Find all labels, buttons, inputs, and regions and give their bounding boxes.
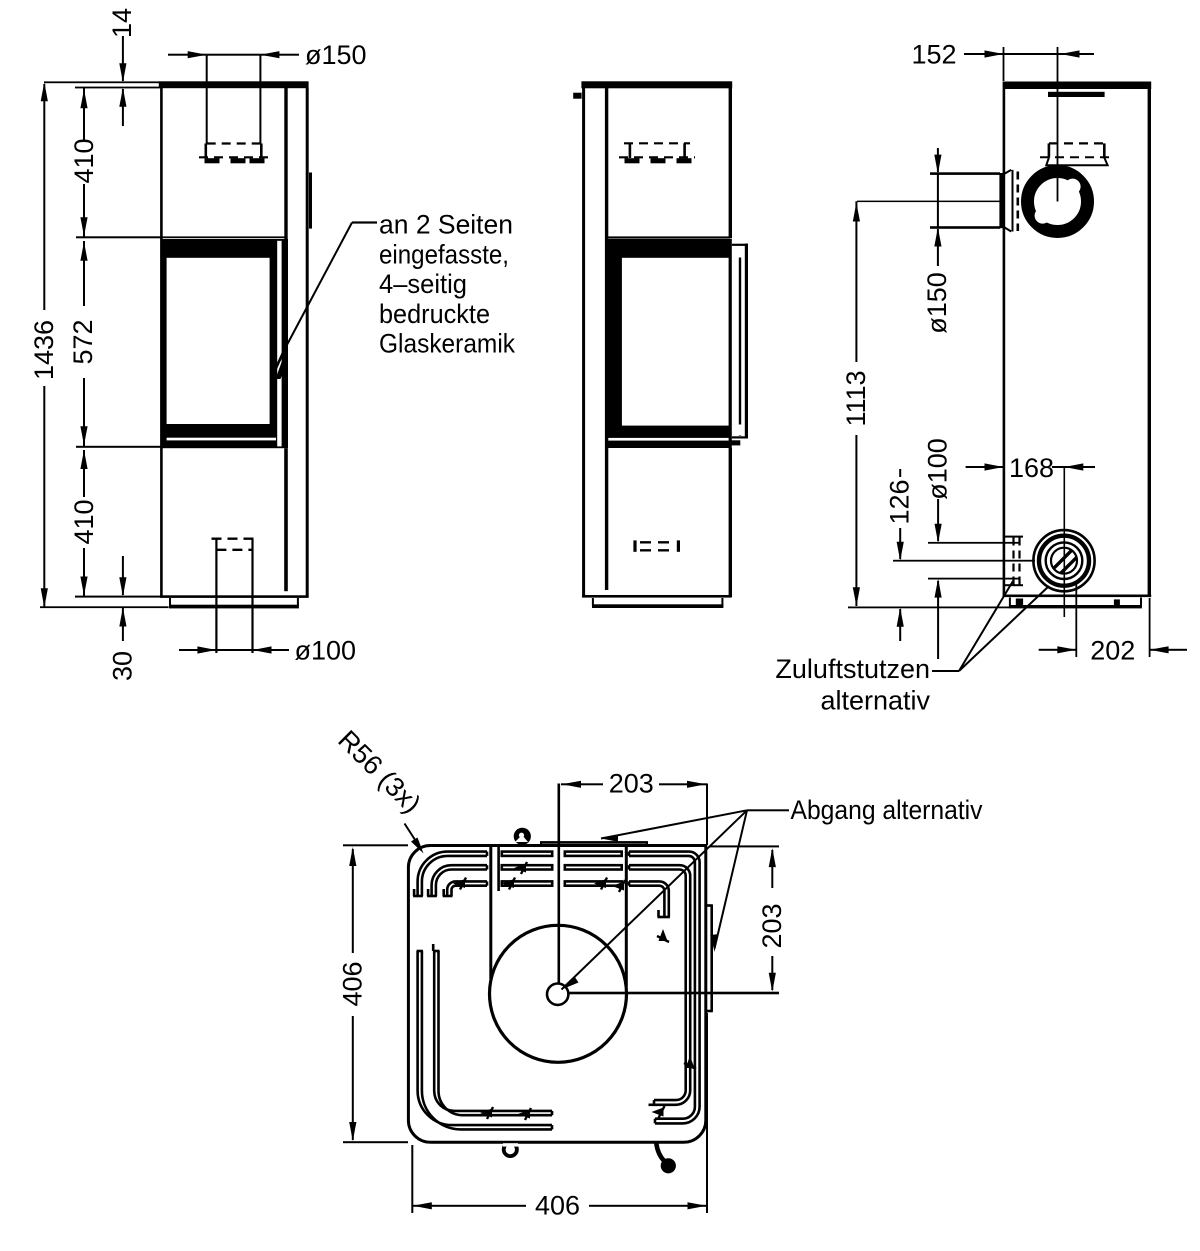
svg-text:410: 410 xyxy=(69,138,99,183)
svg-text:410: 410 xyxy=(69,499,99,544)
svg-text:ø150: ø150 xyxy=(305,40,367,70)
svg-text:ø100: ø100 xyxy=(295,636,357,666)
svg-text:30: 30 xyxy=(108,651,138,681)
svg-text:572: 572 xyxy=(68,319,98,364)
svg-text:Abgang alternativ: Abgang alternativ xyxy=(791,795,983,825)
svg-text:203: 203 xyxy=(757,903,787,948)
svg-text:1436: 1436 xyxy=(29,320,59,380)
svg-text:203: 203 xyxy=(609,769,654,799)
svg-text:406: 406 xyxy=(338,961,368,1006)
svg-text:bedruckte: bedruckte xyxy=(379,299,490,329)
svg-text:14: 14 xyxy=(107,8,137,38)
svg-text:alternativ: alternativ xyxy=(820,686,930,716)
svg-text:126: 126 xyxy=(885,479,915,524)
svg-text:eingefasste,: eingefasste, xyxy=(379,239,509,269)
svg-text:an 2 Seiten: an 2 Seiten xyxy=(379,210,513,240)
svg-text:202: 202 xyxy=(1090,636,1135,666)
svg-text:Zuluftstutzen: Zuluftstutzen xyxy=(775,654,930,684)
svg-text:168: 168 xyxy=(1009,453,1054,483)
svg-text:406: 406 xyxy=(535,1191,580,1221)
svg-text:1113: 1113 xyxy=(841,370,871,426)
svg-text:4–seitig: 4–seitig xyxy=(379,269,467,299)
svg-text:152: 152 xyxy=(911,40,956,70)
svg-text:ø100: ø100 xyxy=(923,438,953,500)
svg-text:ø150: ø150 xyxy=(922,272,952,334)
svg-text:Glaskeramik: Glaskeramik xyxy=(379,329,515,359)
svg-text:R56 (3x): R56 (3x) xyxy=(332,725,426,819)
